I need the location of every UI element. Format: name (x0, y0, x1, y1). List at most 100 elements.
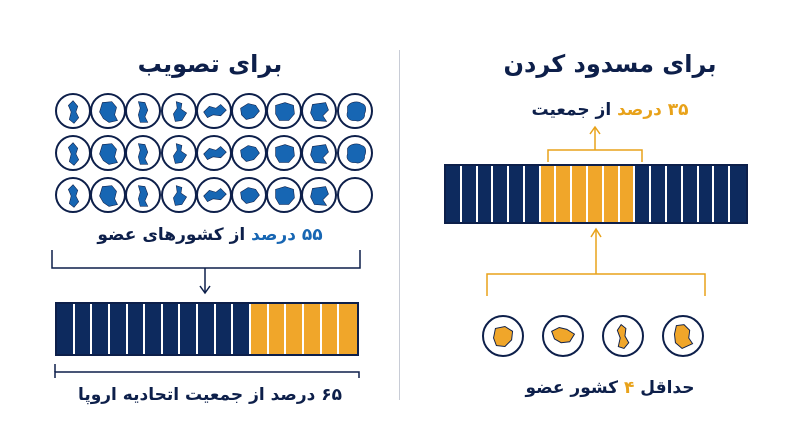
block-population-bar (444, 164, 748, 224)
block-members-prefix: حداقل (634, 378, 695, 398)
bar-segment-navy (162, 304, 181, 354)
country-circle (125, 93, 162, 129)
country-map-icon (493, 326, 514, 348)
block-members-caption: حداقل ۴ کشور عضو (460, 378, 760, 398)
country-circle (336, 135, 373, 171)
bar-segment-gold (268, 304, 287, 354)
country-map-icon (310, 102, 330, 122)
country-map-icon (240, 187, 260, 204)
bar-segment-navy (109, 304, 128, 354)
block-title: برای مسدود کردن (503, 50, 717, 78)
country-map-icon (616, 323, 630, 349)
bar-segment-gold (251, 304, 269, 354)
bar-segment-navy (198, 304, 216, 354)
country-map-icon (99, 185, 119, 207)
blocking-country-circle (662, 315, 704, 357)
country-map-icon (310, 144, 330, 164)
bar-segment-navy (233, 304, 252, 354)
blocking-countries (482, 315, 712, 363)
country-map-icon (172, 185, 187, 206)
block-members-bracket-icon (486, 227, 706, 296)
country-map-icon (172, 101, 187, 122)
bar-segment-navy (682, 166, 699, 222)
country-map-icon (203, 104, 227, 119)
country-circle (160, 177, 197, 213)
country-map-icon (240, 145, 260, 162)
bar-segment-navy (493, 166, 510, 222)
country-map-icon (138, 143, 149, 165)
bar-segment-gold (603, 166, 620, 222)
country-circle (266, 177, 303, 213)
bar-segment-navy (651, 166, 667, 222)
bar-segment-navy (57, 304, 75, 354)
bar-segment-navy (92, 304, 110, 354)
members-caption-rest: از کشورهای عضو (97, 225, 252, 245)
country-circle (195, 135, 232, 171)
country-map-icon (67, 142, 80, 166)
bar-segment-gold (321, 304, 340, 354)
blocking-country-circle (482, 315, 524, 357)
bar-segment-navy (524, 166, 541, 222)
bar-segment-navy (180, 304, 199, 354)
bar-segment-navy (145, 304, 163, 354)
block-population-caption: ۳۵ درصد از جمعیت (460, 100, 760, 120)
approve-population-bar (55, 302, 359, 356)
block-top-bracket-icon (547, 125, 643, 162)
bar-segment-navy (461, 166, 478, 222)
center-divider (399, 50, 400, 400)
approve-title: برای تصویب (137, 50, 283, 78)
country-circle (125, 135, 162, 171)
bar-segment-navy (509, 166, 525, 222)
bar-segment-navy (635, 166, 652, 222)
country-map-icon (673, 324, 694, 349)
country-map-icon (99, 101, 119, 123)
blocking-country-circle (542, 315, 584, 357)
bar-segment-gold (339, 304, 357, 354)
country-circle (55, 135, 91, 171)
bar-segment-gold (286, 304, 304, 354)
country-circle (231, 135, 267, 171)
country-circle (90, 135, 127, 171)
block-population-rest: از جمعیت (531, 100, 618, 120)
bar-segment-navy (730, 166, 746, 222)
country-map-icon (138, 101, 149, 123)
bar-segment-gold (540, 166, 557, 222)
bar-segment-navy (215, 304, 234, 354)
country-map-icon (275, 102, 295, 121)
country-circle (55, 177, 91, 213)
country-circle (195, 93, 232, 129)
country-circle (336, 93, 373, 129)
country-circle (55, 93, 91, 129)
country-map-icon (310, 186, 330, 206)
bar-segment-navy (714, 166, 731, 222)
bar-segment-navy (127, 304, 146, 354)
bar-segment-gold (588, 166, 604, 222)
country-map-icon (346, 101, 366, 122)
approve-population-caption: ۶۵ درصد از جمعیت اتحادیه اروپا (77, 385, 343, 405)
country-circle (195, 177, 232, 213)
country-circle (160, 93, 197, 129)
country-map-icon (172, 143, 187, 164)
bar-segment-gold (303, 304, 322, 354)
country-map-icon (138, 185, 149, 207)
country-map-icon (203, 146, 227, 161)
country-circle (125, 177, 162, 213)
country-map-icon (203, 188, 227, 203)
bar-segment-navy (74, 304, 93, 354)
block-members-num: ۴ (623, 378, 635, 398)
bar-segment-navy (477, 166, 494, 222)
block-members-rest: کشور عضو (525, 378, 624, 398)
country-circle (301, 93, 338, 129)
country-circle (266, 93, 303, 129)
blocking-country-circle (602, 315, 644, 357)
bar-segment-gold (556, 166, 573, 222)
members-bracket-icon (51, 250, 361, 295)
members-pct: ۵۵ درصد (251, 225, 323, 245)
bar-segment-navy (666, 166, 683, 222)
country-circle (231, 177, 267, 213)
population-bracket-icon (54, 364, 360, 378)
country-map-icon (99, 143, 119, 165)
bar-segment-gold (572, 166, 589, 222)
country-circle (90, 93, 127, 129)
country-map-icon (240, 103, 260, 120)
